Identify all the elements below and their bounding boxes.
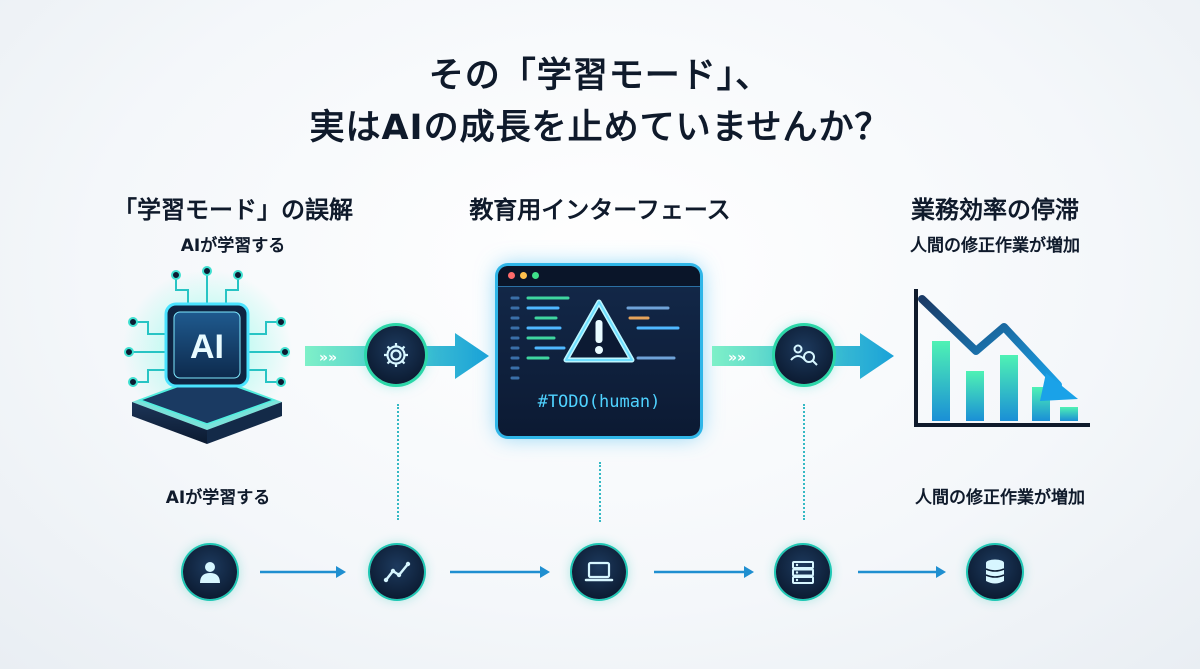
declining-chart-illustration xyxy=(914,289,1090,427)
user-icon xyxy=(183,545,237,599)
warning-icon xyxy=(563,299,635,363)
bottom-arrow-1 xyxy=(260,566,346,578)
connector-3 xyxy=(803,404,805,520)
bottom-arrow-2 xyxy=(450,566,550,578)
education-interface-window: #TODO(human) xyxy=(498,266,700,436)
database-icon xyxy=(968,545,1022,599)
gear-icon xyxy=(367,326,425,384)
ai-chip-label: AI xyxy=(190,328,224,366)
connector-1 xyxy=(397,404,399,520)
laptop-icon xyxy=(572,545,626,599)
right-subheading: 人間の修正作業が増加 xyxy=(910,236,1080,256)
right-bottom-label: 人間の修正作業が増加 xyxy=(915,488,1085,508)
trend-chart-icon xyxy=(370,545,424,599)
bottom-arrow-3 xyxy=(654,566,754,578)
server-icon xyxy=(776,545,830,599)
todo-human-code: #TODO(human) xyxy=(537,392,661,412)
people-search-icon xyxy=(775,326,833,384)
connector-2 xyxy=(599,462,601,522)
center-heading: 教育用インターフェース xyxy=(469,196,731,224)
svg-text:»»: »» xyxy=(319,350,337,366)
page-title-line2: 実はAIの成長を止めていませんか？ xyxy=(309,108,891,148)
svg-text:»»: »» xyxy=(728,350,746,366)
ai-chip-illustration: AI xyxy=(122,266,292,444)
page-title-line1: その「学習モード」、 xyxy=(428,56,772,96)
window-titlebar xyxy=(498,266,700,287)
bottom-arrow-4 xyxy=(858,566,946,578)
right-heading: 業務効率の停滞 xyxy=(911,196,1079,224)
left-heading: 「学習モード」の誤解 xyxy=(113,196,353,224)
left-subheading: AIが学習する xyxy=(180,236,286,256)
left-bottom-label: AIが学習する xyxy=(165,488,271,508)
code-lines xyxy=(510,296,680,380)
